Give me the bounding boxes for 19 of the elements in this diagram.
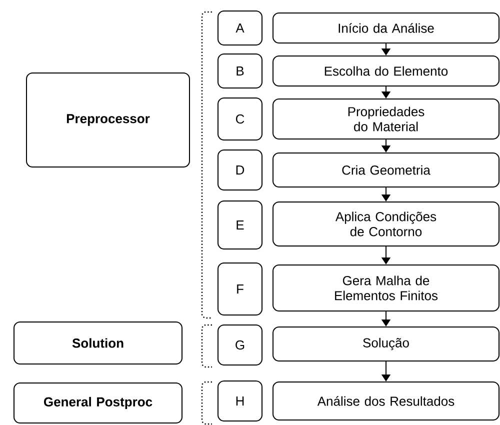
step-letter-box: F (218, 262, 262, 316)
step-letter-box: B (218, 54, 262, 88)
process-box: Solução (272, 326, 500, 362)
step-letter-box: E (218, 200, 262, 250)
step-letter-box: G (218, 324, 262, 366)
phase-box: General Postproc (14, 382, 182, 424)
step-letter-box: H (218, 380, 262, 422)
phase-box: Preprocessor (26, 72, 190, 168)
process-box: Cria Geometria (272, 152, 500, 188)
process-box: Aplica Condições de Contorno (272, 202, 500, 246)
phase-box: Solution (14, 322, 182, 364)
process-box: Propriedades do Material (272, 98, 500, 140)
step-letter-box: C (218, 98, 262, 140)
process-box: Análise dos Resultados (272, 382, 500, 420)
step-letter-box: D (218, 150, 262, 190)
step-letter-box: A (218, 10, 262, 46)
process-box: Escolha do Elemento (272, 56, 500, 86)
process-box: Início da Análise (272, 12, 500, 44)
process-box: Gera Malha de Elementos Finitos (272, 264, 500, 312)
